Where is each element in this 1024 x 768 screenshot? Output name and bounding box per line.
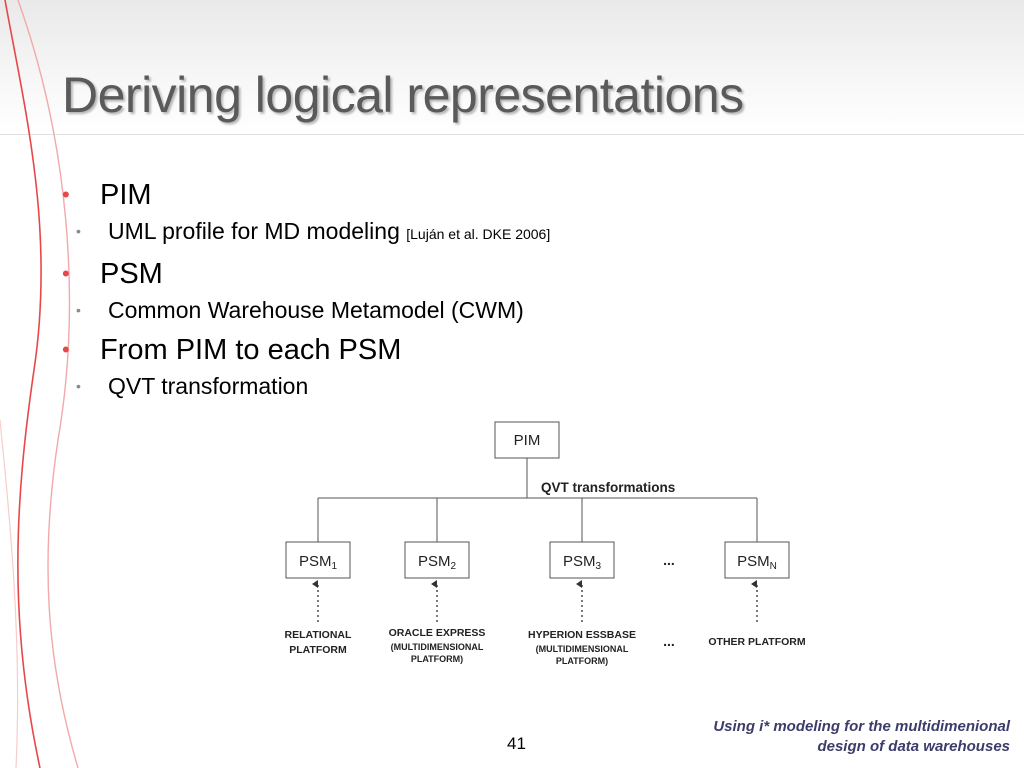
psm-label: PSM bbox=[737, 553, 770, 570]
svg-text:PLATFORM): PLATFORM) bbox=[411, 654, 463, 664]
psm-label: PSM bbox=[299, 553, 332, 570]
bullet-label: From PIM to each PSM bbox=[100, 334, 402, 366]
svg-text:PSM3: PSM3 bbox=[563, 553, 602, 572]
sub-bullet-text: Common Warehouse Metamodel (CWM) bbox=[108, 297, 524, 323]
psm-box: PSM2 bbox=[404, 541, 470, 579]
svg-text:PSMN: PSMN bbox=[737, 553, 777, 572]
platform-label: OTHER PLATFORM bbox=[708, 636, 805, 648]
sub-bullet-item: • UML profile for MD modeling [Luján et a… bbox=[24, 212, 550, 253]
svg-text:PLATFORM): PLATFORM) bbox=[556, 656, 608, 666]
page-number: 41 bbox=[507, 734, 526, 753]
psm-subscript: 2 bbox=[450, 561, 456, 572]
footer-line: design of data warehouses bbox=[817, 738, 1010, 755]
header-band bbox=[0, 0, 1024, 135]
psm-subscript: N bbox=[770, 561, 777, 572]
footer-line: Using i* modeling for the multidimeniona… bbox=[713, 718, 1010, 735]
svg-text:ORACLE EXPRESS: ORACLE EXPRESS bbox=[389, 627, 486, 639]
psm-box: PSMN bbox=[724, 541, 790, 579]
svg-text:RELATIONAL: RELATIONAL bbox=[285, 629, 352, 641]
pim-box-label: PIM bbox=[514, 432, 541, 449]
platform-label: HYPERION ESSBASE (MULTIDIMENSIONAL PLATF… bbox=[528, 629, 636, 666]
psm-box: PSM3 bbox=[549, 541, 615, 579]
slide-title: Deriving logical representations bbox=[62, 67, 744, 123]
pim-box: PIM bbox=[494, 421, 560, 459]
psm-subscript: 1 bbox=[331, 561, 337, 572]
footer-text: Using i* modeling for the multidimeniona… bbox=[713, 717, 1010, 757]
bullet-dot-icon: • bbox=[62, 337, 70, 362]
sub-bullet-text: UML profile for MD modeling bbox=[108, 218, 407, 244]
svg-text:(MULTIDIMENSIONAL: (MULTIDIMENSIONAL bbox=[536, 644, 629, 654]
sub-bullet-dot-icon: • bbox=[76, 378, 81, 394]
bullet-dot-icon: • bbox=[62, 261, 70, 286]
connector-lines bbox=[317, 458, 758, 542]
pim-psm-diagram: PIM QVT transformations PSM1 PSM2 PSM3 .… bbox=[285, 421, 806, 666]
platform-ellipsis: ... bbox=[663, 633, 675, 649]
sub-bullet-item: • Common Warehouse Metamodel (CWM) bbox=[24, 291, 550, 329]
bullet-item: • PIM bbox=[62, 176, 550, 214]
bullet-list: • PIM • UML profile for MD modeling [Luján… bbox=[62, 176, 550, 407]
sub-bullet-dot-icon: • bbox=[76, 302, 81, 318]
platform-arrows bbox=[312, 580, 758, 622]
sub-bullet-dot-icon: • bbox=[76, 223, 81, 239]
svg-text:PSM2: PSM2 bbox=[418, 553, 457, 572]
qvt-transformations-label: QVT transformations bbox=[541, 480, 675, 495]
bullet-label: PIM bbox=[100, 179, 152, 211]
psm-ellipsis: ... bbox=[663, 552, 675, 568]
sub-bullet-text: QVT transformation bbox=[108, 373, 309, 399]
bullet-item: • PSM bbox=[62, 255, 550, 293]
svg-text:PLATFORM: PLATFORM bbox=[289, 644, 347, 656]
sub-bullet-item: • QVT transformation bbox=[24, 367, 550, 405]
bullet-dot-icon: • bbox=[62, 182, 70, 207]
platform-label: RELATIONAL PLATFORM bbox=[285, 629, 352, 656]
psm-label: PSM bbox=[563, 553, 596, 570]
platform-label: ORACLE EXPRESS (MULTIDIMENSIONAL PLATFOR… bbox=[389, 627, 486, 664]
bullet-label: PSM bbox=[100, 258, 163, 290]
psm-subscript: 3 bbox=[595, 561, 601, 572]
citation: [Luján et al. DKE 2006] bbox=[406, 226, 551, 242]
svg-text:PSM1: PSM1 bbox=[299, 553, 338, 572]
psm-label: PSM bbox=[418, 553, 451, 570]
svg-text:HYPERION ESSBASE: HYPERION ESSBASE bbox=[528, 629, 636, 641]
svg-text:(MULTIDIMENSIONAL: (MULTIDIMENSIONAL bbox=[391, 642, 484, 652]
bullet-item: • From PIM to each PSM bbox=[62, 331, 550, 369]
psm-box: PSM1 bbox=[285, 541, 351, 579]
